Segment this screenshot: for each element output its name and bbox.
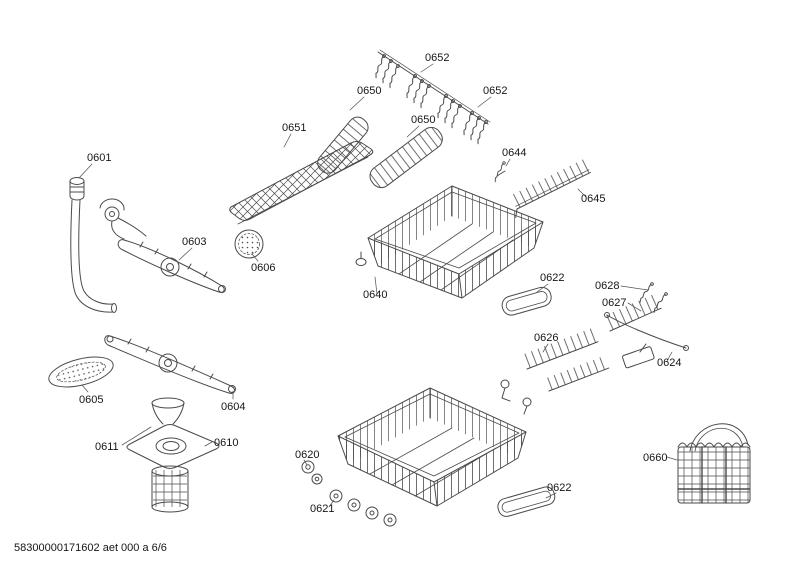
part-0606-sieve-disc-drawing — [234, 229, 264, 259]
part-label-0640: 0640 — [363, 289, 387, 301]
part-0610-0611-filter-assembly-drawing — [126, 397, 220, 513]
part-0603-upper-spray-arm-drawing — [99, 198, 226, 293]
part-0622-tray-upper-drawing — [501, 286, 552, 316]
part-0640-upper-basket-drawing — [355, 185, 544, 299]
part-0620-wheel-drawing — [301, 460, 323, 485]
part-label-0660: 0660 — [643, 452, 667, 464]
part-label-0628: 0628 — [595, 280, 619, 292]
part-lower-basket-drawing — [337, 387, 527, 507]
part-label-0650-a: 0650 — [357, 85, 381, 97]
part-label-0620: 0620 — [295, 449, 319, 461]
part-0624-rail-drawing — [604, 312, 689, 369]
part-labels: 0601 0603 0606 0605 0604 0611 0610 0651 … — [79, 52, 681, 515]
part-label-0627: 0627 — [602, 297, 626, 309]
part-0626-tine-rows-drawing — [500, 327, 610, 415]
part-label-0652-a: 0652 — [425, 52, 449, 64]
part-label-0611: 0611 — [95, 441, 119, 453]
part-label-0644: 0644 — [502, 147, 526, 159]
part-label-0605: 0605 — [79, 394, 103, 406]
part-label-0645: 0645 — [581, 193, 605, 205]
part-0604-lower-spray-arm-drawing — [104, 335, 236, 394]
part-0652-clip-rod-drawing — [372, 49, 491, 145]
part-label-0626: 0626 — [534, 332, 558, 344]
part-0645-tine-row-drawing — [510, 158, 591, 218]
part-0621-rollers-drawing — [329, 489, 397, 527]
part-0650-shelf-left-drawing — [317, 116, 369, 174]
part-0651-folding-rack-drawing — [229, 141, 374, 225]
part-label-0621: 0621 — [310, 503, 334, 515]
footer-document-number: 58300000171602 aet 000 a 6/6 — [14, 542, 167, 554]
part-label-0651: 0651 — [282, 122, 306, 134]
part-0644-clip-drawing — [492, 160, 507, 183]
part-label-0622-upper: 0622 — [540, 272, 564, 284]
part-label-0652-b: 0652 — [483, 85, 507, 97]
part-0601-supply-pipe-drawing — [69, 177, 117, 313]
part-label-0601: 0601 — [87, 152, 111, 164]
part-0650-shelf-right-drawing — [369, 126, 443, 189]
part-label-0650-b: 0650 — [411, 114, 435, 126]
leader-lines — [78, 63, 678, 508]
part-label-0603: 0603 — [182, 236, 206, 248]
part-label-0606: 0606 — [251, 262, 275, 274]
part-label-0604: 0604 — [221, 401, 245, 413]
part-0605-spray-plate-drawing — [48, 356, 114, 388]
part-0627-tine-row-drawing — [603, 293, 662, 332]
part-0660-cutlery-basket-drawing — [677, 423, 751, 504]
part-label-0622-lower: 0622 — [547, 482, 571, 494]
part-label-0610: 0610 — [214, 437, 238, 449]
part-label-0624: 0624 — [657, 357, 681, 369]
